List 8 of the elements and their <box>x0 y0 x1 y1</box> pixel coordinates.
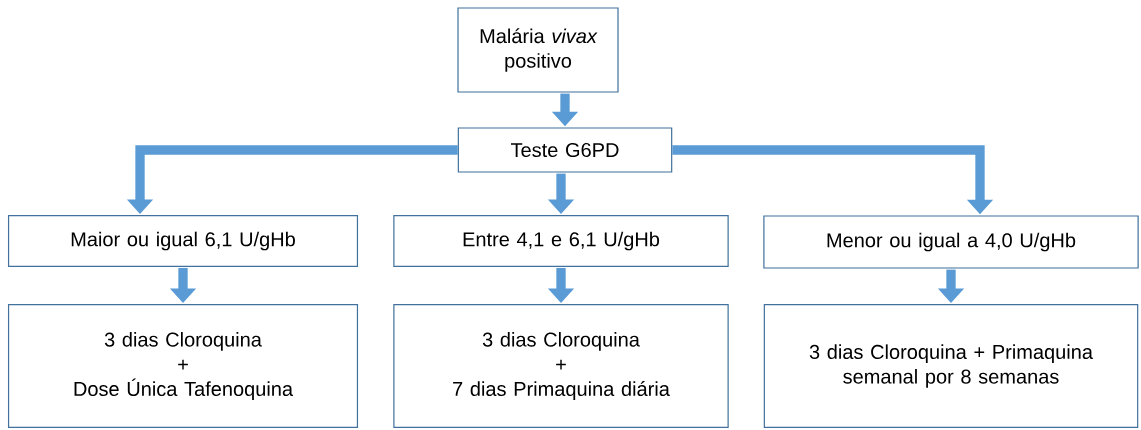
process-box: Menor ou igual a 4,0 U/gHb <box>763 215 1139 269</box>
process-box: Malária vivax positivo <box>457 7 619 93</box>
process-box: 3 dias Cloroquina + Primaquina semanal por 8 semanas <box>763 304 1139 428</box>
process-box: Entre 4,1 e 6,1 U/gHb <box>393 215 729 267</box>
process-box: Teste G6PD <box>457 127 673 173</box>
process-box: 3 dias Cloroquina + 7 dias Primaquina diária <box>393 304 729 428</box>
process-box: Maior ou igual 6,1 U/gHb <box>7 215 359 267</box>
process-box: 3 dias Cloroquina + Dose Única Tafenoquina <box>7 304 359 428</box>
